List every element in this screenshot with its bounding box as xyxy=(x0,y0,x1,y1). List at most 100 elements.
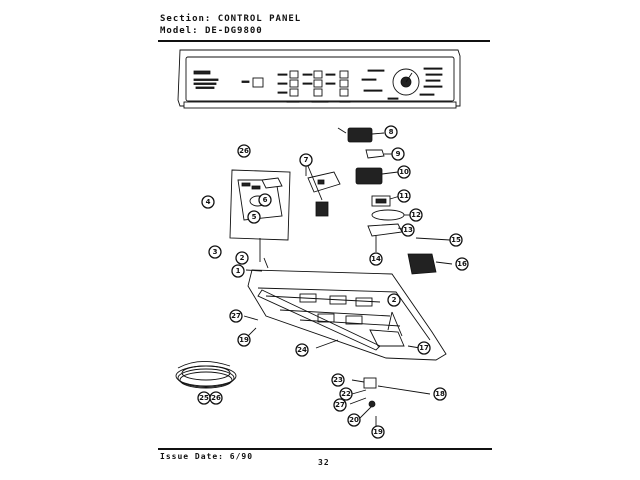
callout-circle xyxy=(229,309,243,323)
callout-number: 19 xyxy=(239,336,249,344)
callout-number: 19 xyxy=(373,428,383,436)
callout-8: 8 xyxy=(384,125,398,139)
callout-1: 1 xyxy=(231,264,245,278)
callout-27: 27 xyxy=(333,398,347,412)
callout-circle xyxy=(387,293,401,307)
callout-17: 17 xyxy=(417,341,431,355)
callout-number: 6 xyxy=(263,196,268,204)
callout-circle xyxy=(231,264,245,278)
callout-9: 9 xyxy=(391,147,405,161)
callout-14: 14 xyxy=(369,252,383,266)
callout-number: 26 xyxy=(239,147,249,155)
callout-number: 8 xyxy=(389,128,394,136)
callout-circle xyxy=(201,195,215,209)
wire-harness-coil xyxy=(175,361,237,389)
callout-circle xyxy=(371,425,385,439)
callout-number: 16 xyxy=(457,260,467,268)
callout-circle xyxy=(449,233,463,247)
callout-7: 7 xyxy=(299,153,313,167)
callout-25: 25 xyxy=(197,391,211,405)
callout-circle xyxy=(295,343,309,357)
callout-5: 5 xyxy=(247,210,261,224)
callout-11: 11 xyxy=(397,189,411,203)
callout-circle xyxy=(397,189,411,203)
callout-circle xyxy=(333,398,347,412)
callout-15: 15 xyxy=(449,233,463,247)
callout-16: 16 xyxy=(455,257,469,271)
callout-10: 10 xyxy=(397,165,411,179)
callout-number: 24 xyxy=(297,346,307,354)
callout-number: 1 xyxy=(236,267,241,275)
callout-13: 13 xyxy=(401,223,415,237)
callout-22: 22 xyxy=(339,387,353,401)
callout-circle xyxy=(347,413,361,427)
model-row: Model: DE-DG9800 xyxy=(160,26,263,36)
callout-number: 12 xyxy=(411,211,421,219)
control-panel-illustration xyxy=(177,49,461,109)
callout-circle xyxy=(237,144,251,158)
callout-number: 23 xyxy=(333,376,343,384)
section-row: Section: CONTROL PANEL xyxy=(160,14,301,24)
callout-number: 22 xyxy=(341,390,351,398)
callout-circle xyxy=(433,387,447,401)
callout-number: 20 xyxy=(349,416,359,424)
callout-18: 18 xyxy=(433,387,447,401)
console-frame xyxy=(243,257,447,426)
callout-circle xyxy=(401,223,415,237)
callout-circle xyxy=(409,208,423,222)
callout-number: 14 xyxy=(371,255,381,263)
page-number: 32 xyxy=(318,458,330,467)
callout-number: 5 xyxy=(252,213,257,221)
callout-26: 26 xyxy=(237,144,251,158)
callout-number: 18 xyxy=(435,390,445,398)
callout-circle xyxy=(339,387,353,401)
header-rule xyxy=(158,40,490,42)
callout-number: 9 xyxy=(396,150,401,158)
callout-19: 19 xyxy=(371,425,385,439)
callout-2: 2 xyxy=(235,251,249,265)
callout-3: 3 xyxy=(208,245,222,259)
callout-circle xyxy=(397,165,411,179)
callout-6: 6 xyxy=(258,193,272,207)
callout-20: 20 xyxy=(347,413,361,427)
callout-number: 2 xyxy=(240,254,245,262)
callout-circle xyxy=(258,193,272,207)
callout-circle xyxy=(247,210,261,224)
callout-number: 3 xyxy=(213,248,218,256)
callout-number: 25 xyxy=(199,394,209,402)
callout-circle xyxy=(235,251,249,265)
callout-number: 7 xyxy=(304,156,309,164)
callout-number: 27 xyxy=(231,312,241,320)
callout-circle xyxy=(455,257,469,271)
callout-2: 2 xyxy=(387,293,401,307)
callout-circle xyxy=(209,391,223,405)
callout-circle xyxy=(384,125,398,139)
callout-circle xyxy=(391,147,405,161)
callout-27: 27 xyxy=(229,309,243,323)
callout-number: 10 xyxy=(399,168,409,176)
callout-circle xyxy=(417,341,431,355)
callout-number: 11 xyxy=(399,192,409,200)
section-label: Section: xyxy=(160,14,212,24)
callout-circle xyxy=(208,245,222,259)
callout-circle xyxy=(369,252,383,266)
callout-23: 23 xyxy=(331,373,345,387)
model-label: Model: xyxy=(160,26,199,36)
callout-circle xyxy=(331,373,345,387)
callout-number: 2 xyxy=(392,296,397,304)
callout-number: 4 xyxy=(206,198,211,206)
callout-number: 15 xyxy=(451,236,461,244)
callout-number: 26 xyxy=(211,394,221,402)
model-value: DE-DG9800 xyxy=(204,26,263,36)
callout-circle xyxy=(299,153,313,167)
callout-number: 27 xyxy=(335,401,345,409)
callout-24: 24 xyxy=(295,343,309,357)
section-value: CONTROL PANEL xyxy=(217,14,302,24)
issue-date: Issue Date: 6/90 xyxy=(160,452,254,461)
callout-number: 13 xyxy=(403,226,413,234)
callout-4: 4 xyxy=(201,195,215,209)
callout-19: 19 xyxy=(237,333,251,347)
callout-26: 26 xyxy=(209,391,223,405)
footer-rule xyxy=(158,448,492,450)
